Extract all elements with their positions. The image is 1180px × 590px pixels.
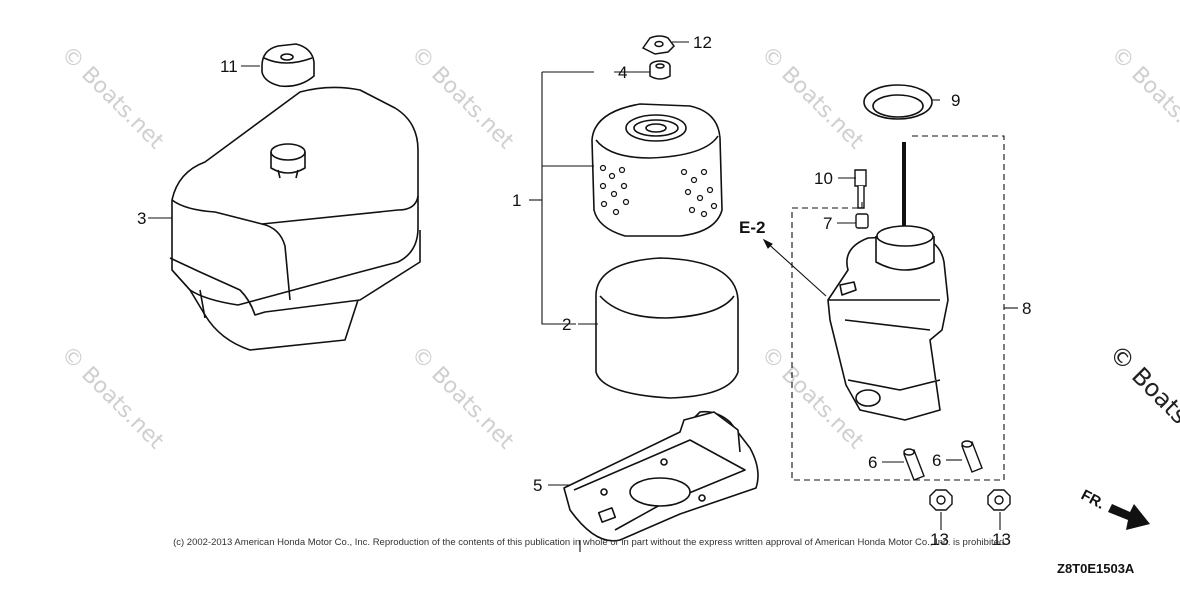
watermark: © Boats.net [406, 342, 519, 455]
callout-4: 4 [618, 63, 627, 82]
part-13-nut [929, 489, 953, 511]
callout-1: 1 [512, 191, 521, 210]
callout-13a: 13 [930, 530, 949, 549]
part-5-base [563, 410, 759, 542]
callout-6a: 6 [868, 453, 877, 472]
watermark: © Boats.net [406, 42, 519, 155]
part-2-foam-element [595, 257, 739, 399]
callout-10: 10 [814, 169, 833, 188]
reference-e2: E-2 [739, 218, 765, 237]
part-3-cover [169, 86, 421, 351]
leader-lines [148, 41, 1018, 552]
watermark: © Boats.net [1106, 42, 1180, 155]
watermark: © Boats.net [756, 42, 869, 155]
part-10-bolt [854, 169, 867, 209]
callout-5: 5 [533, 476, 542, 495]
part-1-filter-element [591, 103, 723, 237]
part-4-grommet [649, 60, 671, 80]
part-7-collar [855, 213, 869, 229]
part-11-cap [261, 43, 315, 88]
part-9-gasket [863, 84, 933, 120]
part-6-pin [903, 448, 925, 481]
callout-2: 2 [562, 315, 571, 334]
callout-12: 12 [693, 33, 712, 52]
diagram-code: Z8T0E1503A [1057, 561, 1135, 576]
part-6-pin [961, 440, 983, 473]
callout-9: 9 [951, 91, 960, 110]
watermark: © Boats.net [56, 42, 169, 155]
watermark-large: © Boats.net [1104, 339, 1180, 462]
part-12-wing-nut [641, 35, 675, 55]
callout-13b: 13 [992, 530, 1011, 549]
arrow-right-icon [1108, 504, 1150, 530]
callout-7: 7 [823, 214, 832, 233]
callout-3: 3 [137, 209, 146, 228]
callout-11: 11 [220, 57, 238, 76]
callout-8: 8 [1022, 299, 1031, 318]
part-13-nut [987, 489, 1011, 511]
direction-label: FR. [1078, 487, 1107, 513]
copyright-notice: (c) 2002-2013 American Honda Motor Co., … [173, 537, 1007, 548]
part-8-case-assembly [827, 142, 949, 421]
callouts: 11 3 12 4 1 2 5 9 10 7 8 6 6 13 13 E-2 [137, 33, 1031, 549]
watermark: © Boats.net [56, 342, 169, 455]
front-direction-indicator: FR. [1078, 487, 1150, 530]
callout-6b: 6 [932, 451, 941, 470]
